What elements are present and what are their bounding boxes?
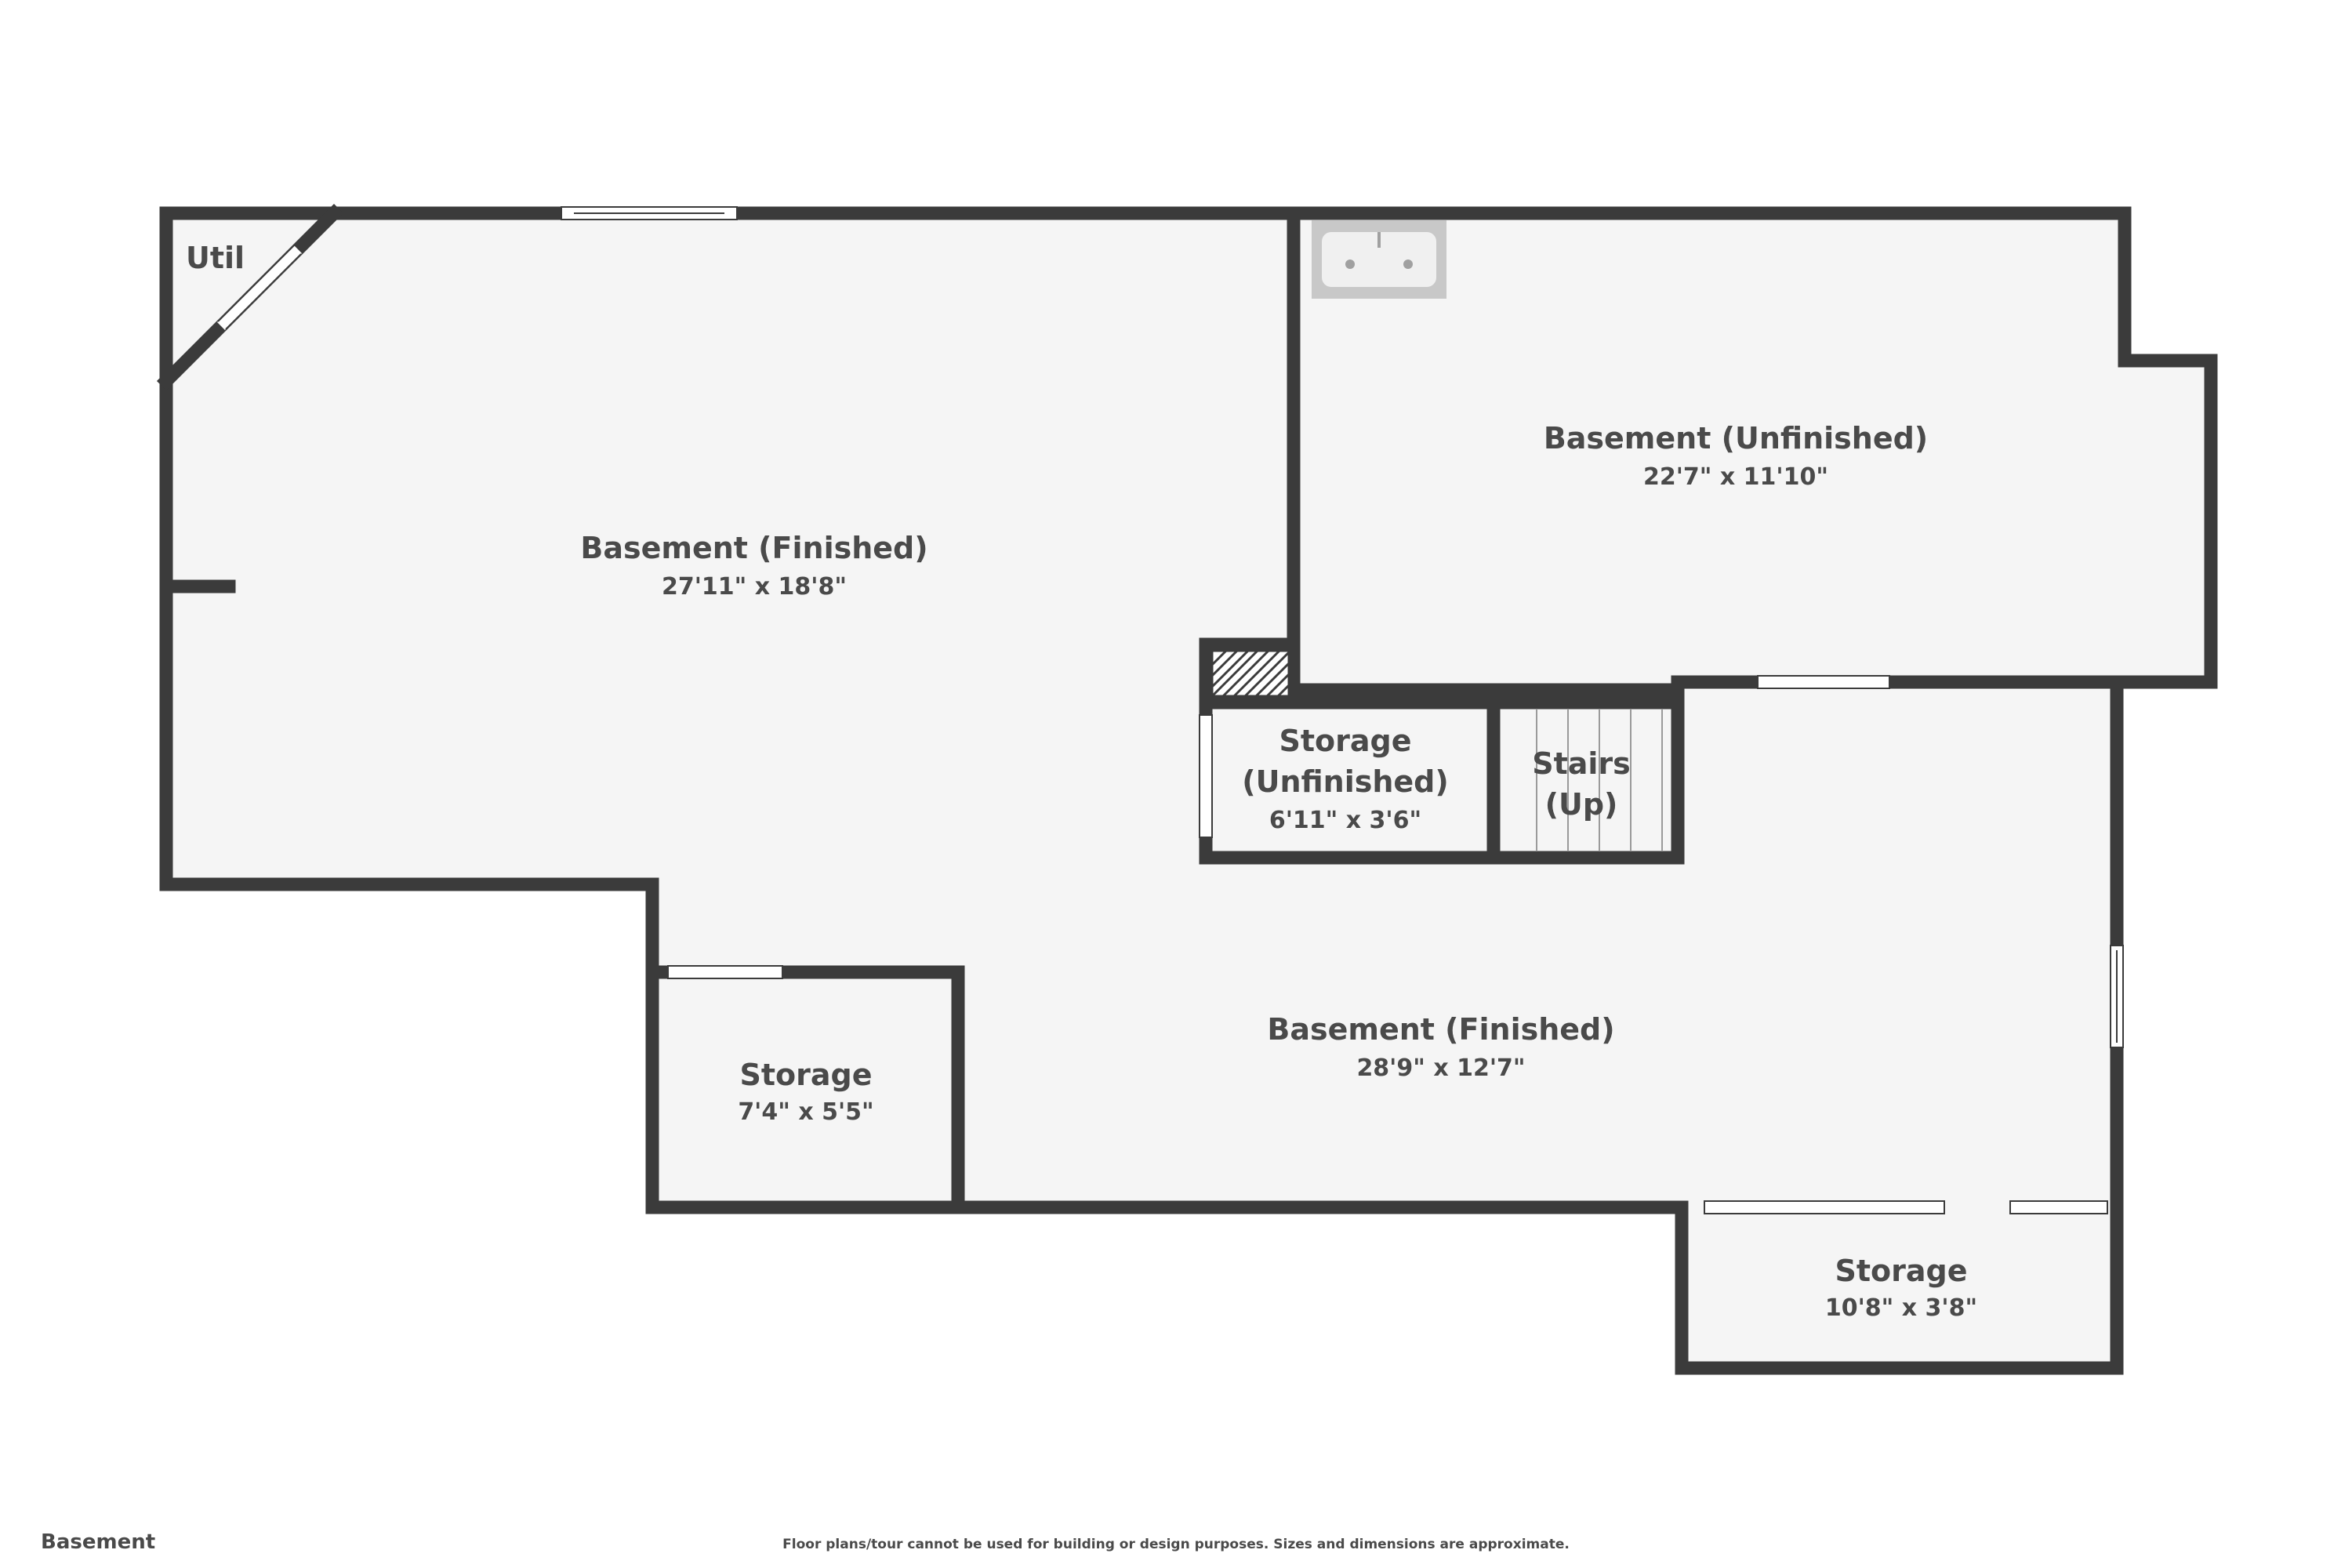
room-storage-unfinished-dimensions: 6'11" x 3'6" (1269, 807, 1421, 834)
sink-fixture (1312, 220, 1446, 299)
room-stairs-name-2: (Up) (1545, 787, 1618, 822)
room-basement-unfinished-dimensions: 22'7" x 11'10" (1643, 463, 1828, 491)
window-util-diagonal (217, 244, 302, 330)
room-util-name: Util (186, 241, 245, 275)
window-storage-unfinished (1199, 714, 1213, 838)
room-storage-1-dimensions: 7'4" x 5'5" (738, 1098, 873, 1126)
room-basement-finished-1-name: Basement (Finished) (580, 531, 927, 565)
window-storage-2-left (1704, 1200, 1945, 1214)
window-storage-2-right (2009, 1200, 2108, 1214)
room-stairs-name-1: Stairs (1532, 746, 1631, 781)
wall-unfinished-basement (1287, 206, 2218, 697)
room-storage-1-name: Storage (740, 1058, 873, 1092)
floor-area (166, 213, 2211, 1368)
room-basement-unfinished-name: Basement (Unfinished) (1544, 421, 1928, 456)
stair-treads (1536, 709, 1663, 851)
window-unfinished-bottom (1757, 675, 1890, 689)
room-storage-2-name: Storage (1835, 1254, 1968, 1288)
room-storage-unfinished-name-1: Storage (1279, 724, 1412, 758)
disclaimer-text: Floor plans/tour cannot be used for buil… (782, 1537, 1570, 1552)
floor-name-label: Basement (41, 1530, 156, 1554)
window-right-wall (2110, 945, 2124, 1048)
room-storage-unfinished-name-2: (Unfinished) (1242, 764, 1449, 799)
room-basement-finished-2-name: Basement (Finished) (1267, 1012, 1614, 1047)
window-storage-1-top (667, 965, 783, 979)
room-basement-finished-1-dimensions: 27'11" x 18'8" (662, 573, 847, 601)
room-storage-2-dimensions: 10'8" x 3'8" (1825, 1294, 1977, 1322)
room-basement-finished-2-dimensions: 28'9" x 12'7" (1356, 1054, 1525, 1082)
window-top (561, 206, 738, 220)
outer-wall-main (159, 206, 1689, 1214)
chase-hatch (1210, 649, 1290, 698)
